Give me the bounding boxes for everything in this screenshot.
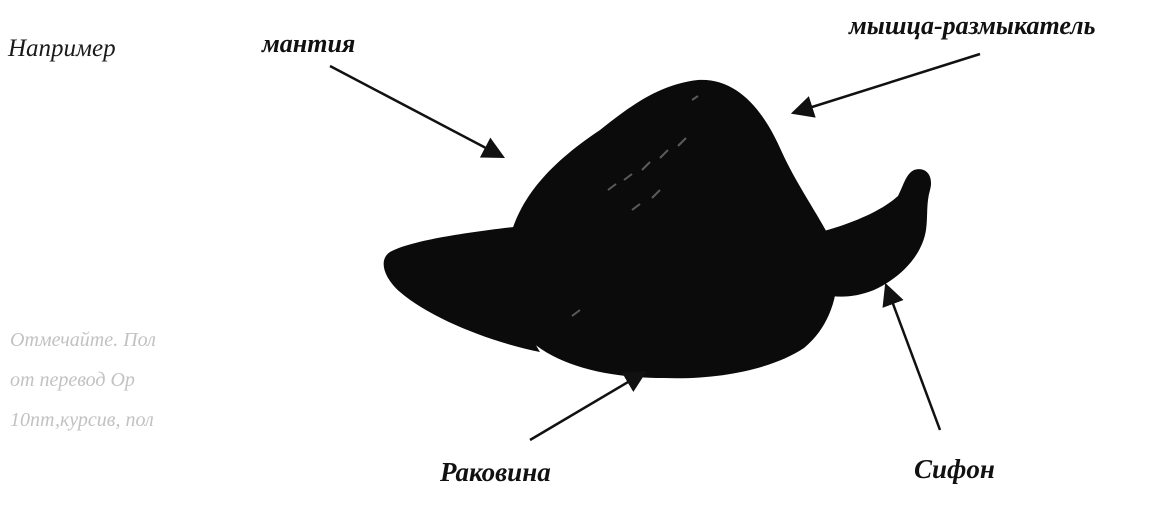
mollusk-shell <box>506 80 838 378</box>
adductor-muscle-arrow <box>793 54 980 113</box>
mantle-label: мантия <box>262 31 355 57</box>
shell-arrow <box>530 372 645 440</box>
example-label: Например <box>8 36 116 61</box>
mantle-arrow <box>330 66 503 157</box>
siphon-label: Сифон <box>914 456 995 483</box>
siphon-arrow <box>886 285 940 430</box>
shell-label: Раковина <box>440 459 551 486</box>
adductor-muscle-label: мышца-размыкатель <box>849 13 1096 39</box>
